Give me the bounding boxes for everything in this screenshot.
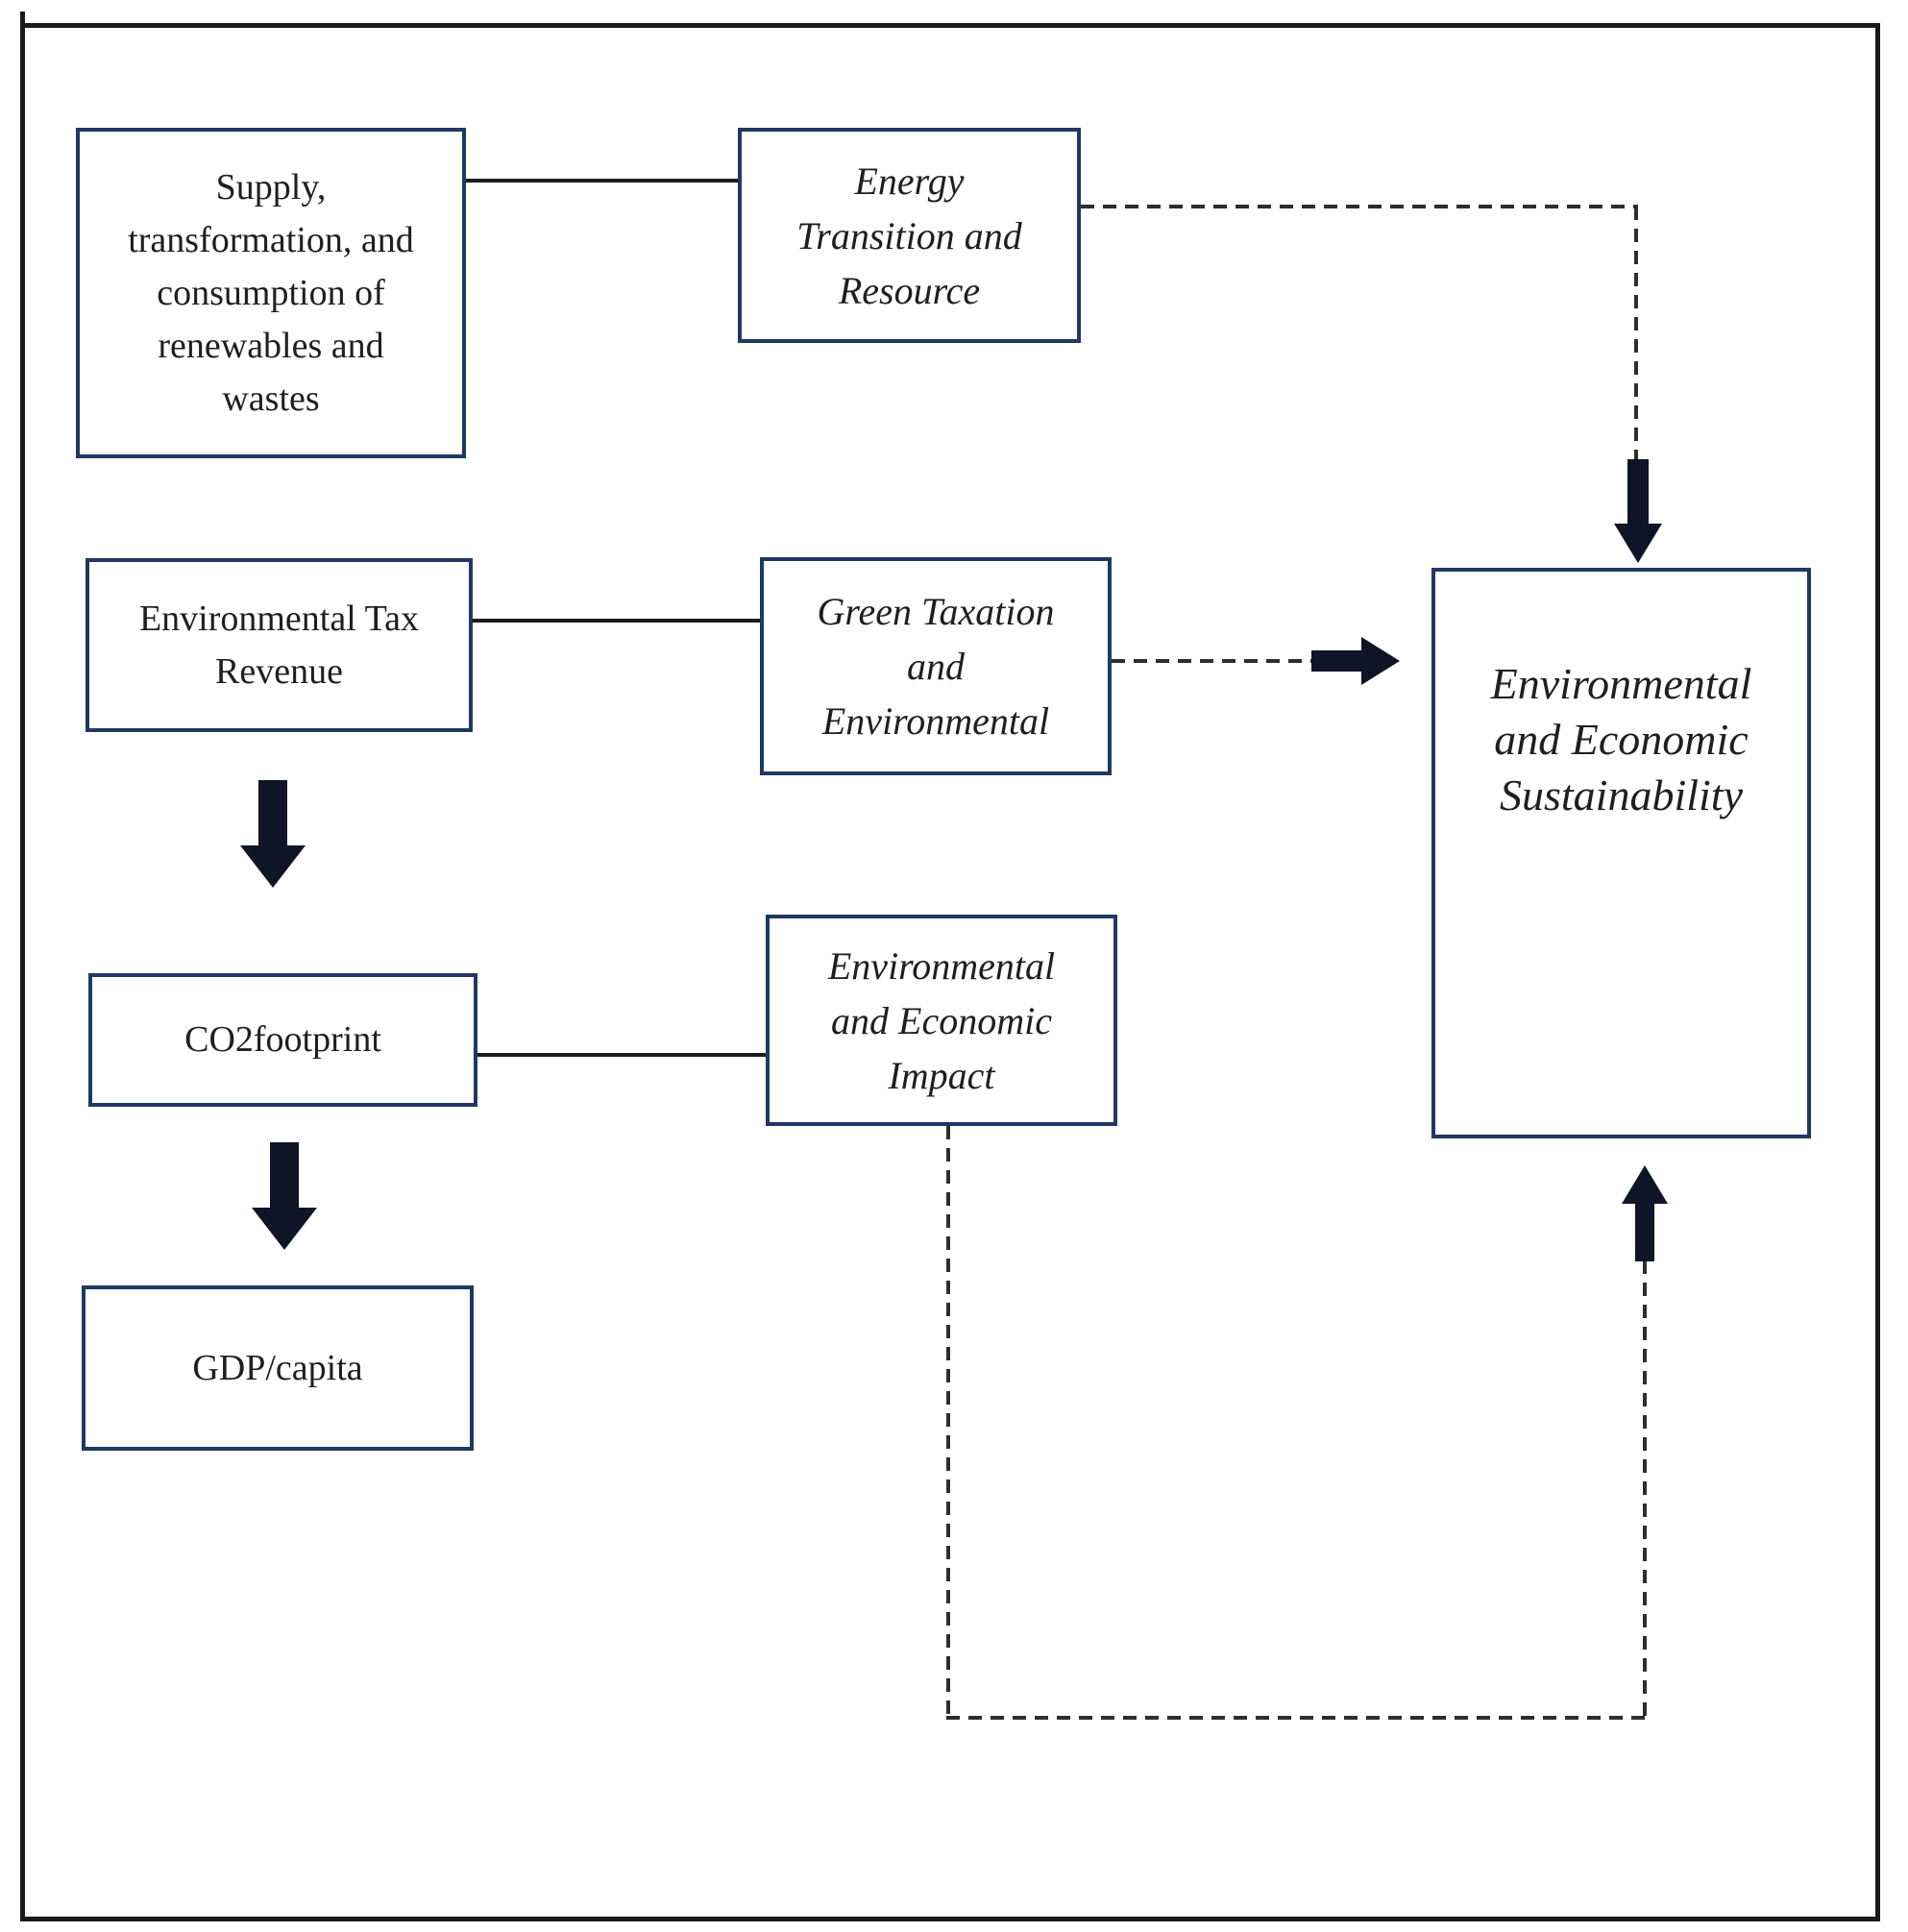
supply-box-label: Supply, <box>215 166 327 208</box>
arrow-co2-to-gdp <box>252 1142 317 1250</box>
energy-transition-box-label: Energy <box>854 159 965 203</box>
connector-co2-impact <box>477 1053 766 1057</box>
co2-footprint-box-label: CO2footprint <box>184 1019 381 1060</box>
green-taxation-box: Green Taxation and Environmental <box>760 557 1112 775</box>
dashed-impact-up <box>1643 1260 1647 1720</box>
environmental-impact-box-label: Environmental <box>827 943 1056 988</box>
environmental-tax-box-label: Environmental Tax <box>138 598 420 639</box>
dashed-energy-horizontal <box>1081 205 1638 208</box>
connector-supply-energy <box>466 179 738 183</box>
arrow-tax-to-co2 <box>240 780 306 888</box>
gdp-capita-box-label: GDP/capita <box>192 1347 363 1388</box>
environmental-impact-box: Environmental and Economic Impact <box>766 915 1117 1126</box>
arrow-into-sustainability-left <box>1311 637 1400 685</box>
supply-box: Supply, transformation, and consumption … <box>76 128 466 458</box>
connector-tax-green <box>473 619 760 623</box>
dashed-green-horizontal <box>1112 659 1311 663</box>
outer-frame-border <box>20 23 1880 1921</box>
arrow-into-sustainability-top <box>1614 459 1662 563</box>
dashed-impact-down <box>946 1126 950 1718</box>
energy-transition-box: Energy Transition and Resource <box>738 128 1081 343</box>
sustainability-box-label: Environmental <box>1490 659 1752 708</box>
gdp-capita-box: GDP/capita <box>82 1285 474 1451</box>
dashed-energy-vertical <box>1634 207 1638 459</box>
dashed-impact-horizontal <box>946 1716 1647 1720</box>
sustainability-box: Environmental and Economic Sustainabilit… <box>1431 568 1811 1138</box>
arrow-into-sustainability-bottom <box>1622 1165 1668 1261</box>
green-taxation-box-label: Green Taxation <box>817 590 1055 633</box>
co2-footprint-box: CO2footprint <box>88 973 477 1107</box>
environmental-tax-box: Environmental Tax Revenue <box>86 558 473 732</box>
frame-corner-cap <box>20 12 25 31</box>
